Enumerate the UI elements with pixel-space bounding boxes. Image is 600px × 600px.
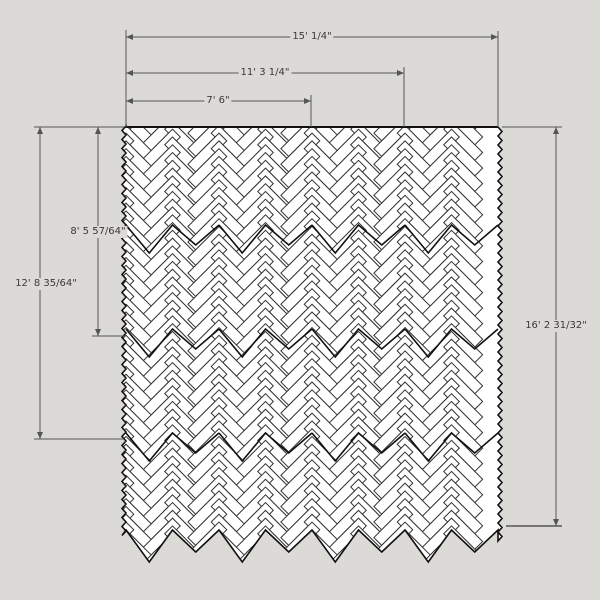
dim-width-two-columns: 7' 6"	[204, 95, 232, 107]
dim-width-three-columns: 11' 3 1/4"	[238, 67, 292, 79]
dim-height-total: 16' 2 31/32"	[523, 320, 589, 332]
dim-height-three-rows: 12' 8 35/64"	[13, 278, 79, 290]
dim-width-total: 15' 1/4"	[290, 31, 334, 43]
dim-height-two-rows: 8' 5 57/64"	[68, 226, 128, 238]
